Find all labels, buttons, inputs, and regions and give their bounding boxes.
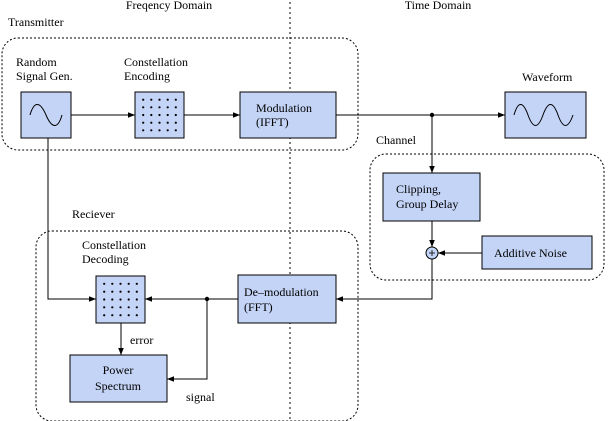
constellation-dot [158,121,161,124]
constellation-dot [135,282,138,285]
receiver-label: Reciever [72,207,115,221]
random-signal-label-2: Signal Gen. [16,69,73,83]
time-domain-label: Time Domain [405,0,472,12]
modulation-block [239,91,337,139]
constellation-dot [127,314,130,317]
constellation-dot [166,121,169,124]
constellation-decoding-label-1: Constellation [82,238,146,252]
power-spectrum-label-2: Spectrum [95,379,142,393]
demodulation-block [237,274,337,324]
constellation-dot [111,282,114,285]
constellation-dot [174,129,177,132]
constellation-dot [158,106,161,109]
constellation-dots-icon [142,98,177,132]
constellation-dot [111,306,114,309]
constellation-dot [150,98,153,101]
sine-wave-icon [513,104,574,126]
constellation-dot [150,106,153,109]
demodulation-label-2: (FFT) [244,300,273,314]
constellation-dot [142,129,145,132]
constellation-dot [142,113,145,117]
constellation-dot [166,129,169,132]
waveform-block [504,91,587,139]
clipping-label-2: Group Delay [396,197,458,211]
constellation-dot [135,314,138,317]
constellation-dot [119,298,122,301]
additive-noise-block [481,235,593,270]
constellation-dot [150,121,153,124]
constellation-dot [119,314,122,317]
constellation-encoding-label-2: Encoding [124,69,170,83]
constellation-dot [103,314,106,317]
constellation-decoding-label-2: Decoding [82,252,129,266]
constellation-dot [174,121,177,124]
clipping-block [382,172,481,222]
constellation-dot [103,298,106,301]
power-spectrum-block [69,354,168,403]
constellation-dot [174,106,177,109]
clipping-label-1: Clipping, [396,182,441,196]
frequency-domain-label: Freqency Domain [126,0,212,12]
channel-label: Channel [376,133,417,147]
constellation-dot [103,306,106,309]
constellation-dot [135,298,138,301]
constellation-dot [127,298,130,301]
demodulation-label-1: De–modulation [244,285,319,299]
constellation-dot [127,290,130,293]
constellation-dot [142,98,145,101]
sine-wave-icon [29,104,63,126]
constellation-dot [127,306,130,309]
constellation-dot [166,113,169,117]
constellation-dot [127,282,130,285]
constellation-dots-icon [103,282,138,317]
constellation-encoding-label-1: Constellation [124,55,188,69]
additive-noise-label: Additive Noise [494,246,567,260]
constellation-dot [150,113,153,117]
constellation-dot [158,98,161,101]
adder-to-demodulation-arrow [336,259,433,302]
constellation-dot [150,129,153,132]
transmitter-group [1,37,359,151]
constellation-dot [135,306,138,309]
constellation-dot [174,98,177,101]
constellation-dot [174,113,177,117]
constellation-dot [103,290,106,293]
signal-label: signal [186,390,215,404]
constellation-dot [158,113,161,117]
transmitter-label: Transmitter [8,15,64,29]
constellation-dot [111,290,114,293]
signal-to-power-spectrum-arrow [167,299,208,382]
channel-group [369,153,605,281]
constellation-dot [142,121,145,124]
receiver-group [35,230,359,421]
constellation-dot [135,290,138,293]
constellation-dot [119,290,122,293]
constellation-dot [111,314,114,317]
constellation-dot [103,282,106,285]
constellation-dot [166,98,169,101]
error-label: error [130,333,153,347]
modulation-label-1: Modulation [256,101,312,115]
modulation-label-2: (IFFT) [256,115,289,129]
constellation-dot [158,129,161,132]
constellation-dot [111,298,114,301]
random-signal-label-1: Random [16,55,57,69]
waveform-label: Waveform [522,70,573,84]
constellation-dot [166,106,169,109]
constellation-dot [119,306,122,309]
constellation-dot [142,106,145,109]
reference-to-decoding-arrow [47,138,96,302]
constellation-dot [119,282,122,285]
power-spectrum-label-1: Power [103,363,134,377]
